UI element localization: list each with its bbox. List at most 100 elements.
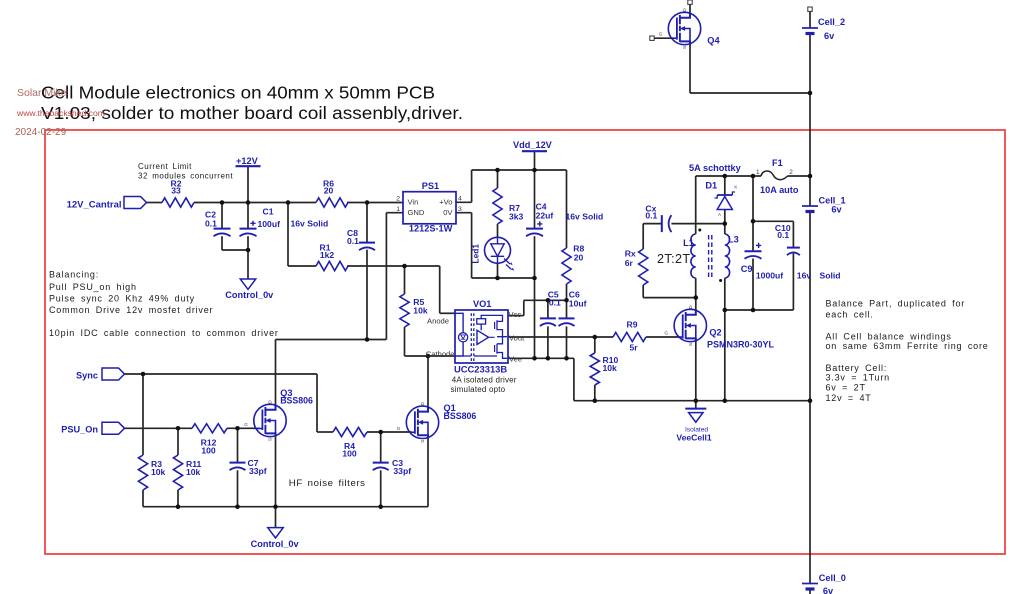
- svg-text:Pulse sync 20 Khz 49% duty: Pulse sync 20 Khz 49% duty: [49, 293, 195, 303]
- svg-text:22uf: 22uf: [536, 210, 554, 220]
- svg-text:D: D: [268, 400, 274, 404]
- svg-text:D: D: [420, 402, 426, 406]
- svg-text:+12V: +12V: [236, 156, 259, 166]
- svg-text:L3: L3: [728, 234, 739, 244]
- svg-text:100: 100: [201, 445, 216, 455]
- svg-text:1000uf: 1000uf: [756, 270, 783, 280]
- svg-text:Vin: Vin: [408, 198, 419, 207]
- svg-text:6v: 6v: [824, 31, 835, 41]
- svg-text:6v: 6v: [823, 586, 834, 594]
- svg-text:3: 3: [458, 206, 462, 213]
- svg-text:0.1: 0.1: [347, 236, 359, 246]
- svg-text:Pull PSU_on high: Pull PSU_on high: [49, 282, 137, 292]
- svg-text:C3: C3: [392, 458, 403, 468]
- svg-text:20: 20: [574, 253, 584, 263]
- svg-text:33pf: 33pf: [393, 466, 411, 476]
- svg-text:33pf: 33pf: [249, 466, 267, 476]
- svg-text:Common Drive 12v mosfet driver: Common Drive 12v mosfet driver: [49, 305, 213, 315]
- svg-text:PS1: PS1: [422, 181, 439, 191]
- svg-text:32 modules concurrent: 32 modules concurrent: [138, 172, 233, 181]
- svg-text:5A schottky: 5A schottky: [689, 163, 742, 173]
- svg-text:12v = 4T: 12v = 4T: [826, 393, 872, 403]
- svg-text:Balancing:: Balancing:: [49, 269, 99, 279]
- svg-text:Cell_0: Cell_0: [819, 573, 846, 583]
- svg-text:A: A: [718, 212, 721, 217]
- svg-text:10k: 10k: [151, 467, 166, 477]
- svg-text:10pin IDC cable connection to: 10pin IDC cable connection to common dri…: [49, 328, 279, 338]
- svg-text:C7: C7: [248, 458, 259, 468]
- svg-text:2: 2: [396, 196, 400, 203]
- svg-text:20: 20: [324, 186, 334, 196]
- svg-text:Cathode: Cathode: [426, 349, 455, 358]
- svg-text:S: S: [420, 440, 426, 443]
- svg-text:R4: R4: [344, 441, 355, 451]
- svg-text:3k3: 3k3: [509, 212, 524, 222]
- svg-text:G: G: [659, 32, 663, 38]
- svg-text:VeeCell1: VeeCell1: [676, 433, 712, 443]
- svg-text:0.1: 0.1: [645, 211, 657, 221]
- svg-text:PSU_On: PSU_On: [61, 425, 98, 435]
- svg-text:D: D: [688, 305, 694, 309]
- svg-text:Led1: Led1: [471, 244, 481, 264]
- svg-text:R2: R2: [171, 178, 182, 188]
- svg-text:Anode: Anode: [427, 317, 449, 326]
- svg-text:C5: C5: [548, 289, 559, 299]
- svg-text:Isolated: Isolated: [685, 426, 708, 433]
- svg-text:2024-02-29: 2024-02-29: [15, 127, 67, 138]
- svg-text:R7: R7: [509, 203, 520, 213]
- svg-text:www.thebackshed.com: www.thebackshed.com: [16, 108, 105, 118]
- svg-text:Control_0v: Control_0v: [251, 539, 300, 549]
- svg-text:16v: 16v: [797, 270, 812, 280]
- svg-text:S: S: [688, 343, 694, 346]
- svg-text:10k: 10k: [413, 305, 428, 315]
- svg-text:33: 33: [171, 186, 181, 196]
- svg-text:D: D: [682, 8, 688, 12]
- svg-text:C4: C4: [536, 201, 547, 211]
- svg-text:4: 4: [458, 196, 462, 203]
- svg-text:0.1: 0.1: [205, 219, 217, 229]
- svg-text:All Cell balance windings: All Cell balance windings: [826, 332, 952, 342]
- svg-text:S: S: [682, 46, 688, 49]
- svg-text:6r: 6r: [625, 258, 634, 268]
- svg-text:Q2: Q2: [709, 327, 721, 337]
- svg-text:16v Solid: 16v Solid: [291, 218, 329, 228]
- svg-text:K: K: [734, 185, 737, 190]
- svg-text:R9: R9: [627, 319, 638, 329]
- svg-text:Vout: Vout: [509, 333, 525, 342]
- svg-text:10A auto: 10A auto: [760, 185, 799, 195]
- svg-text:C6: C6: [569, 289, 580, 299]
- svg-text:Control_0v: Control_0v: [225, 290, 274, 300]
- svg-text:C1: C1: [263, 206, 274, 216]
- svg-text:PSMN3R0-30YL: PSMN3R0-30YL: [707, 339, 775, 349]
- svg-text:G: G: [397, 426, 401, 432]
- svg-text:12V_Cantral: 12V_Cantral: [67, 200, 122, 211]
- svg-text:Solar Mike: Solar Mike: [17, 87, 67, 99]
- svg-text:1: 1: [756, 169, 760, 176]
- svg-text:10k: 10k: [603, 363, 618, 373]
- svg-text:0V: 0V: [443, 208, 453, 217]
- svg-text:Q1: Q1: [444, 403, 456, 413]
- svg-text:G: G: [244, 422, 248, 428]
- svg-text:Cell Module electronics on 40m: Cell Module electronics on 40mm x 50mm P…: [41, 83, 435, 103]
- svg-text:Rx: Rx: [625, 248, 636, 258]
- svg-text:4A isolated driver: 4A isolated driver: [452, 376, 517, 385]
- svg-text:Vcc: Vcc: [509, 310, 522, 319]
- svg-text:Cx: Cx: [645, 203, 656, 213]
- svg-text:10k: 10k: [186, 467, 201, 477]
- svg-text:16v Solid: 16v Solid: [566, 211, 604, 221]
- svg-text:BSS806: BSS806: [280, 395, 313, 405]
- svg-text:1k2: 1k2: [320, 250, 335, 260]
- svg-text:1: 1: [396, 206, 400, 213]
- svg-text:0.1: 0.1: [549, 298, 561, 308]
- svg-text:Current Limit: Current Limit: [138, 162, 192, 171]
- svg-text:S: S: [268, 438, 274, 441]
- svg-text:R11: R11: [186, 459, 202, 469]
- svg-text:Vdd_12V: Vdd_12V: [513, 140, 553, 150]
- svg-text:Vee: Vee: [509, 355, 522, 364]
- svg-text:Q4: Q4: [707, 35, 720, 45]
- svg-text:C9: C9: [741, 264, 753, 274]
- svg-text:UCC23313B: UCC23313B: [454, 364, 507, 375]
- svg-text:R6: R6: [323, 178, 334, 188]
- svg-text:2: 2: [789, 169, 793, 176]
- svg-text:100uf: 100uf: [258, 219, 281, 229]
